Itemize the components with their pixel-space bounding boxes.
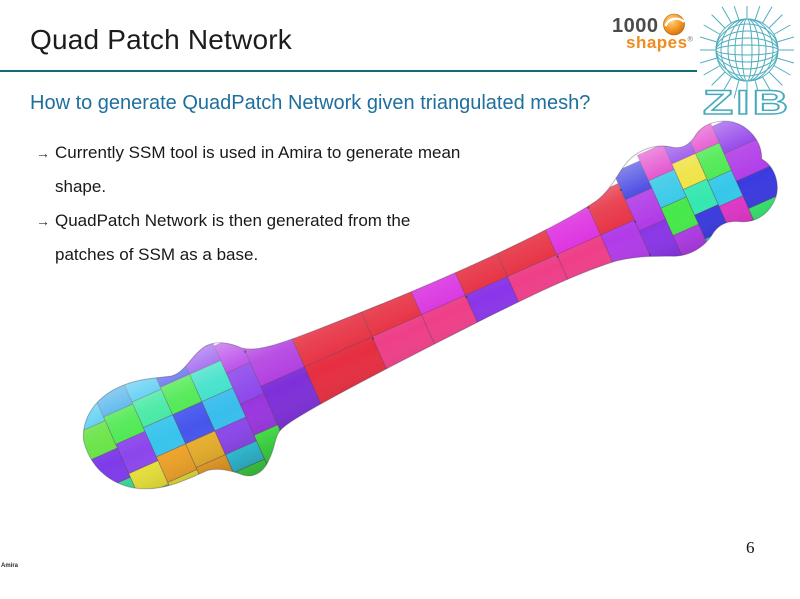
- 1000shapes-logo-text-top: 1000: [612, 15, 659, 37]
- header-divider: [0, 70, 697, 72]
- slide-subtitle: How to generate QuadPatch Network given …: [30, 92, 591, 114]
- 1000shapes-logo: 1000 shapes®: [612, 13, 702, 52]
- bullet-text: Currently SSM tool is used in Amira to g…: [55, 136, 460, 204]
- 1000shapes-logo-text-bottom: shapes: [626, 33, 688, 52]
- bullet-text: QuadPatch Network is then generated from…: [55, 204, 410, 272]
- arrow-bullet-icon: →: [36, 213, 50, 229]
- bullet-item: → Currently SSM tool is used in Amira to…: [36, 136, 460, 204]
- zib-sphere-grid-icon: [700, 6, 794, 100]
- bullet-item: → QuadPatch Network is then generated fr…: [36, 204, 460, 272]
- registered-mark: ®: [687, 36, 693, 44]
- arrow-bullet-icon: →: [36, 145, 50, 161]
- bullet-line: patches of SSM as a base.: [55, 245, 259, 264]
- shell-sphere-icon: [662, 13, 686, 36]
- bullet-line: QuadPatch Network is then generated from…: [55, 211, 411, 230]
- page-number: 6: [746, 538, 755, 557]
- bullet-list: → Currently SSM tool is used in Amira to…: [36, 136, 460, 272]
- bullet-line: shape.: [55, 177, 107, 196]
- page-title: Quad Patch Network: [30, 24, 292, 55]
- zib-logo-text: ZIB: [703, 84, 791, 118]
- bone-outline: [82, 120, 778, 490]
- amira-watermark: Amira: [1, 563, 19, 569]
- zib-logo: ZIB: [700, 6, 794, 118]
- bullet-line: Currently SSM tool is used in Amira to g…: [55, 143, 461, 162]
